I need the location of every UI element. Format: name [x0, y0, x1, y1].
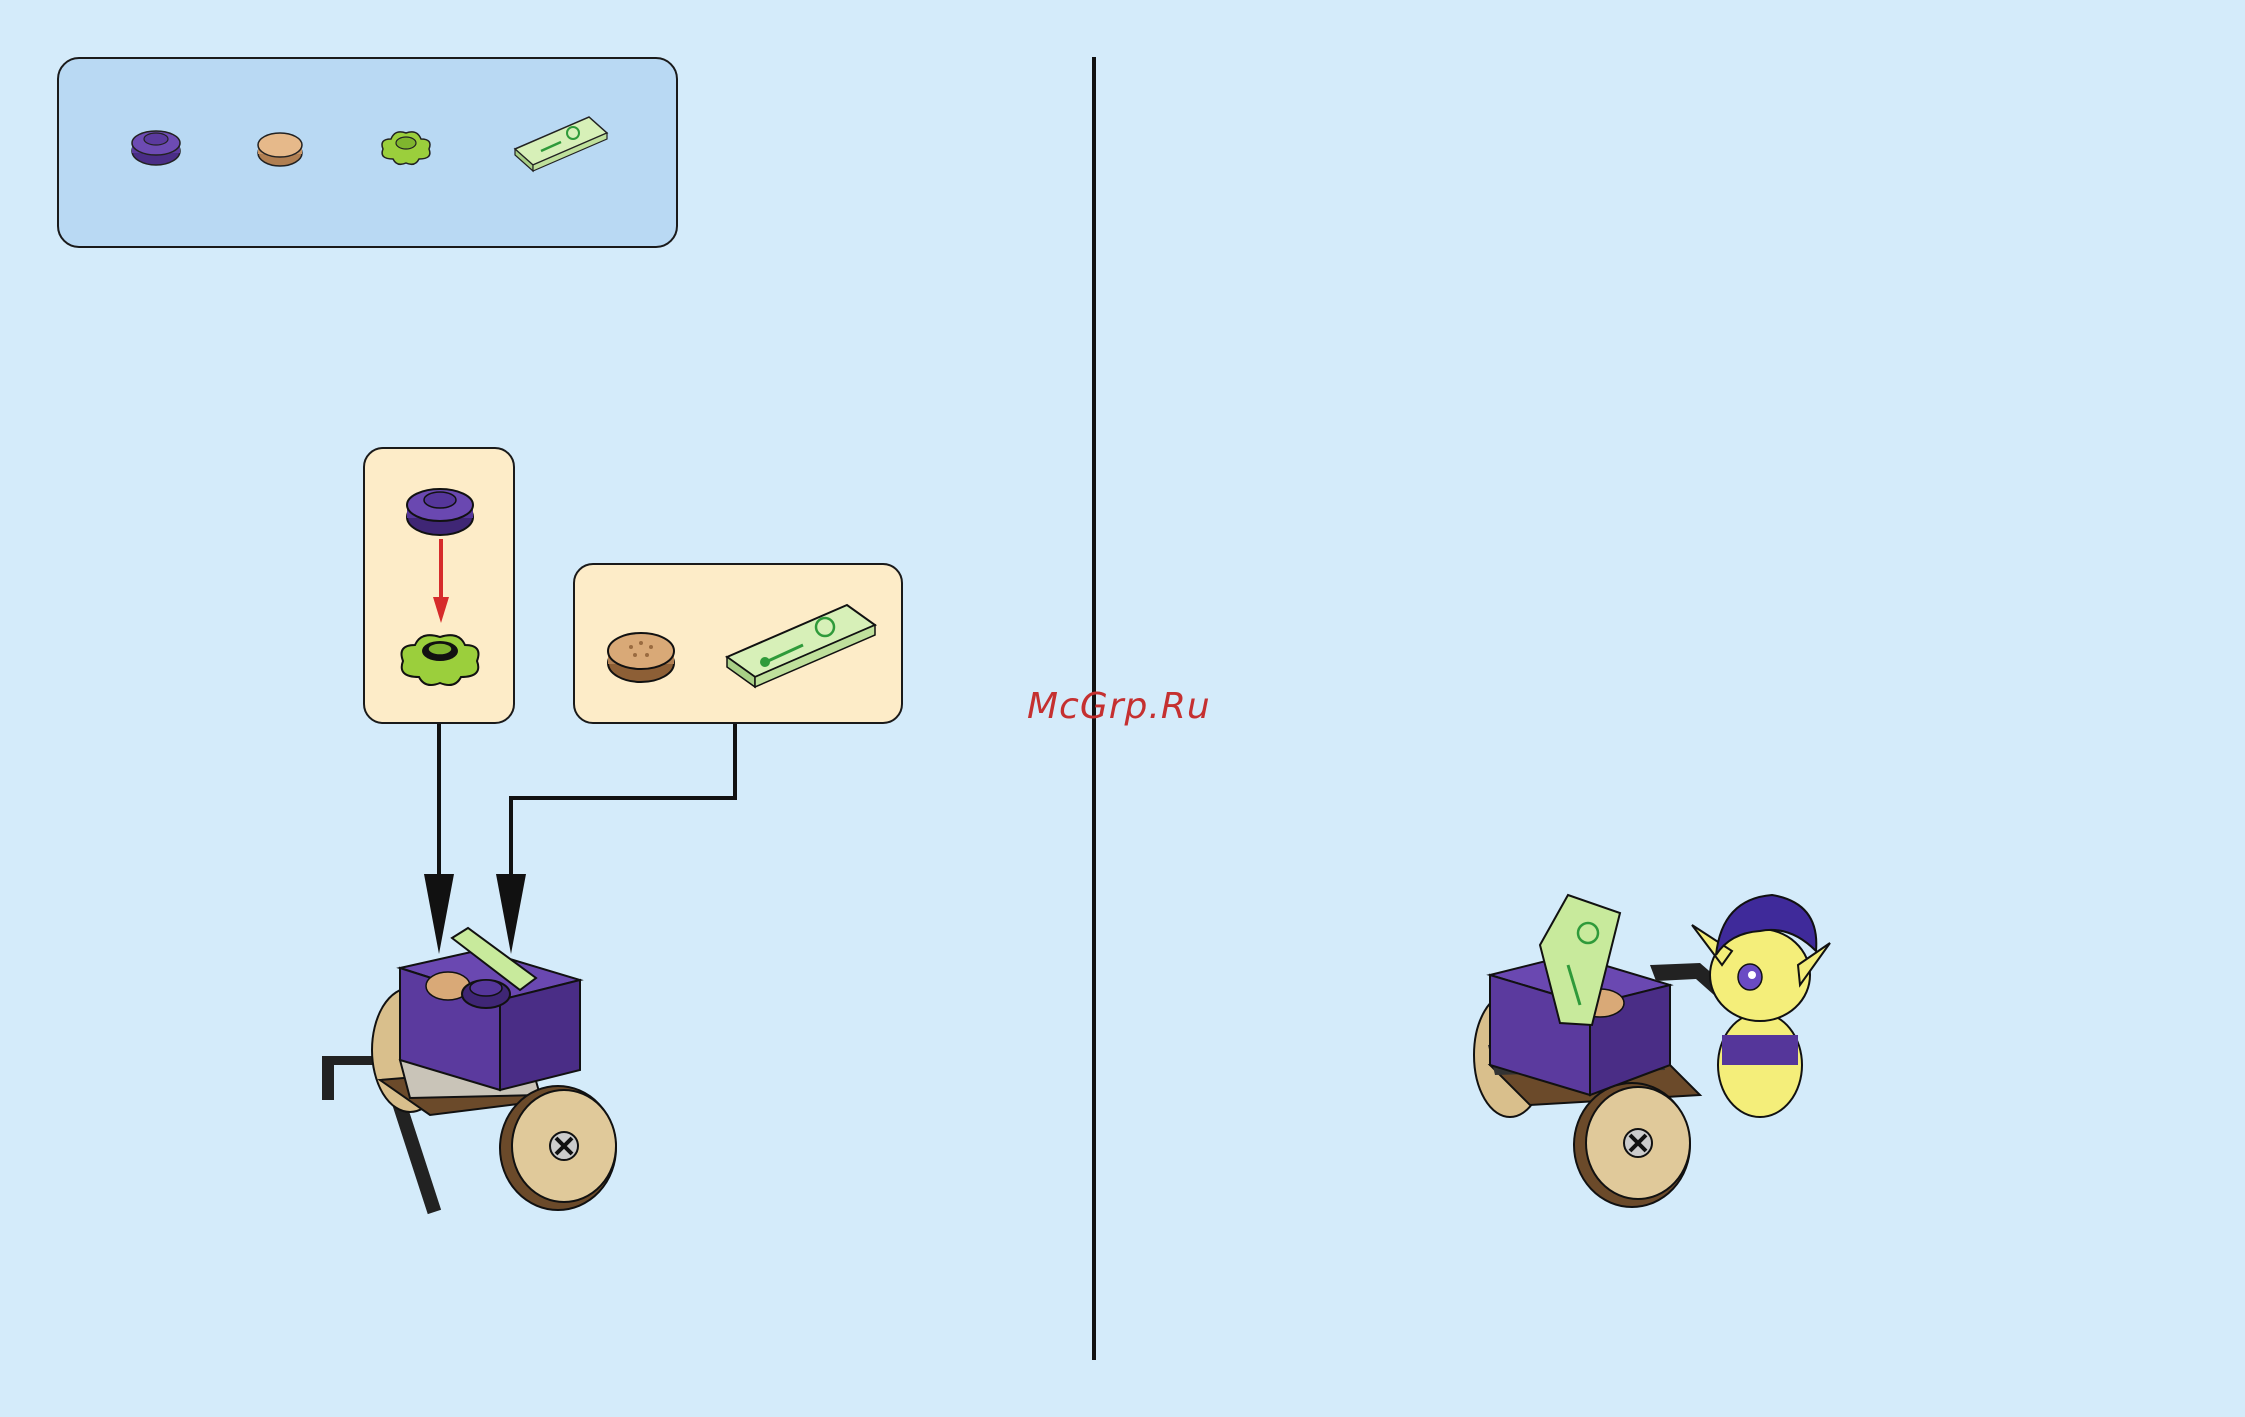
parts-list-panel: [57, 57, 678, 248]
tan-round-tile-icon: [605, 627, 677, 687]
watermark-text: McGrp.Ru: [1027, 686, 1211, 727]
purple-round-plate-icon: [403, 481, 477, 539]
cart-build-icon: [300, 920, 620, 1210]
red-assembly-arrow: [433, 539, 449, 625]
parts-callout: [573, 563, 903, 724]
printed-green-tile-icon: [723, 595, 883, 695]
sub-assembly-callout: [363, 447, 515, 724]
lime-flower-plate-icon: [395, 625, 485, 691]
tan-round-tile-icon: [255, 129, 305, 169]
cart-with-goblin-icon: [1460, 855, 1830, 1215]
printed-green-tile-icon: [511, 107, 611, 177]
lime-flower-plate-icon: [377, 125, 435, 169]
purple-round-plate-icon: [129, 125, 183, 169]
